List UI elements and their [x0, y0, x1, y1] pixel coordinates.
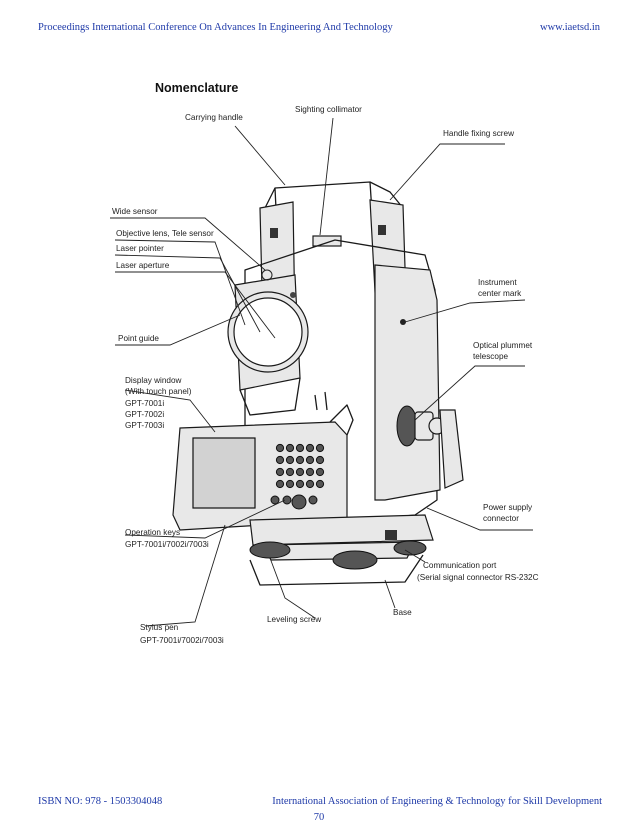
label-operation-keys-models: GPT-7001i/7002i/7003i	[125, 540, 209, 549]
label-stylus-pen-models: GPT-7001i/7002i/7003i	[140, 636, 224, 645]
label-sighting-collimator: Sighting collimator	[295, 105, 362, 114]
footer-isbn: ISBN NO: 978 - 1503304048	[38, 796, 163, 807]
label-power-supply: Power supply	[483, 503, 533, 512]
label-carrying-handle: Carrying handle	[185, 113, 243, 122]
label-laser-pointer: Laser pointer	[116, 244, 164, 253]
label-point-guide: Point guide	[118, 334, 159, 343]
label-with-touch-panel: (With touch panel)	[125, 387, 192, 396]
label-gpt-7002i: GPT-7002i	[125, 410, 164, 419]
label-center-mark: center mark	[478, 289, 522, 298]
nomenclature-figure: Nomenclature	[110, 81, 539, 645]
label-operation-keys: Operation keys	[125, 528, 180, 537]
label-gpt-7003i: GPT-7003i	[125, 421, 164, 430]
label-laser-aperture: Laser aperture	[116, 261, 170, 270]
label-communication-port: Communication port	[423, 561, 497, 570]
label-stylus-pen: Stylus pen	[140, 623, 179, 632]
label-gpt-7001i: GPT-7001i	[125, 399, 164, 408]
label-power-connector: connector	[483, 514, 519, 523]
label-instrument: Instrument	[478, 278, 517, 287]
label-handle-fixing-screw: Handle fixing screw	[443, 129, 514, 138]
total-station-illustration	[172, 181, 464, 586]
label-wide-sensor: Wide sensor	[112, 207, 158, 216]
figure-title: Nomenclature	[155, 81, 238, 95]
header-website: www.iaetsd.in	[540, 22, 600, 33]
leader-lines	[110, 117, 533, 627]
footer-association: International Association of Engineering…	[272, 796, 602, 807]
label-display-window: Display window	[125, 376, 182, 385]
label-plummet-telescope: telescope	[473, 352, 508, 361]
label-serial-connector: (Serial signal connector RS-232C	[417, 573, 539, 582]
label-base: Base	[393, 608, 412, 617]
header-conference-title: Proceedings International Conference On …	[38, 22, 393, 33]
page-number: 70	[313, 812, 325, 823]
label-leveling-screw: Leveling screw	[267, 615, 321, 624]
operation-keypad	[270, 443, 325, 510]
label-objective-lens: Objective lens, Tele sensor	[116, 229, 214, 238]
label-optical-plummet: Optical plummet	[473, 341, 533, 350]
